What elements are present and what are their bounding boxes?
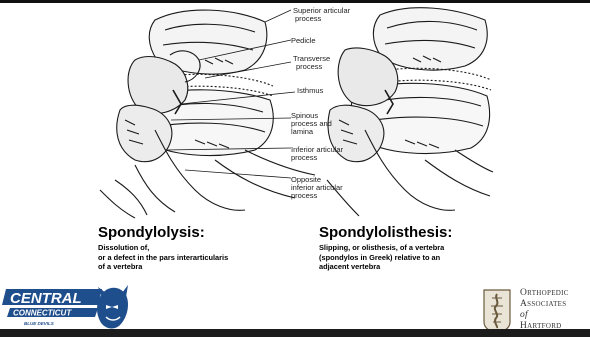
svg-text:CENTRAL: CENTRAL: [10, 290, 82, 307]
label-opposite-inferior-articular-process: Opposite inferior articular process: [291, 176, 343, 200]
label-isthmus: Isthmus: [297, 87, 323, 95]
label-transverse-process: Transverse process: [293, 55, 330, 71]
spondylolisthesis-description: Slipping, or olisthesis, of a vertebra (…: [319, 243, 444, 272]
label-superior-articular-process: Superior articular process: [293, 7, 350, 23]
svg-text:BLUE DEVILS: BLUE DEVILS: [24, 321, 54, 326]
svg-text:CONNECTICUT: CONNECTICUT: [13, 309, 72, 318]
label-pedicle: Pedicle: [291, 37, 316, 45]
central-connecticut-logo: CENTRAL CONNECTICUT BLUE DEVILS: [2, 283, 130, 333]
label-inferior-articular-process: Inferior articular process: [291, 146, 343, 162]
spondylolisthesis-heading: Spondylolisthesis:: [319, 224, 452, 241]
spine-emblem-icon: [480, 288, 514, 332]
spondylolysis-heading: Spondylolysis:: [98, 224, 205, 241]
spondylolisthesis-illustration: [325, 0, 495, 222]
orthopedic-associates-name: Orthopedic Associates of Hartford: [520, 288, 569, 332]
orthopedic-associates-logo: Orthopedic Associates of Hartford: [480, 288, 588, 332]
label-spinous-process-and-lamina: Spinous process and lamina: [291, 112, 332, 136]
spondylolysis-description: Dissolution of, or a defect in the pars …: [98, 243, 228, 272]
bottom-border: [0, 329, 590, 337]
